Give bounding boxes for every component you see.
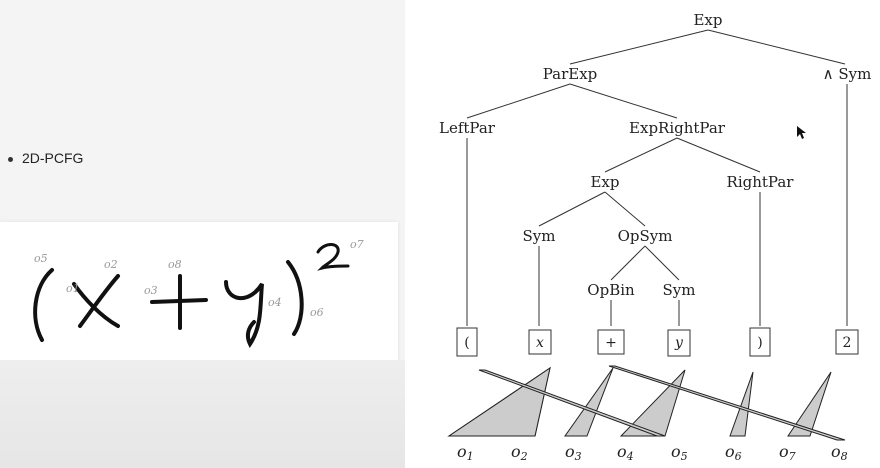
observation-label: o2 bbox=[511, 442, 528, 463]
parse-tree-panel: Exp ParExp ∧ Sym LeftPar ExpRightPar Exp… bbox=[405, 0, 880, 468]
stroke-label: o2 bbox=[104, 258, 118, 271]
tree-edge bbox=[569, 29, 709, 65]
slide-left-footer-area bbox=[0, 360, 405, 468]
tree-node-exp-root: Exp bbox=[693, 11, 722, 29]
stroke-label: o3 bbox=[144, 284, 158, 297]
tree-node-caret-sym: ∧ Sym bbox=[823, 65, 872, 83]
observation-label: o8 bbox=[831, 442, 848, 463]
observation-triangle bbox=[787, 371, 832, 437]
svg-text:2: 2 bbox=[843, 335, 852, 351]
stroke-superscript-two bbox=[316, 243, 350, 271]
handwritten-expression: o5 o2 o1 o8 o3 o4 o6 o7 bbox=[33, 238, 364, 348]
stroke-plus-h bbox=[150, 298, 208, 304]
tree-node-opbin: OpBin bbox=[587, 281, 635, 299]
tree-edge bbox=[610, 245, 646, 281]
tree-edge bbox=[604, 191, 646, 227]
tree-edge bbox=[569, 83, 678, 119]
svg-text:): ) bbox=[757, 335, 762, 351]
observation-triangle bbox=[564, 367, 614, 437]
tree-edge bbox=[644, 245, 680, 281]
tree-edge bbox=[707, 29, 846, 65]
tree-node-exp: Exp bbox=[590, 173, 619, 191]
observation-triangles bbox=[447, 365, 846, 441]
svg-text:y: y bbox=[674, 335, 684, 351]
tree-node-rightpar: RightPar bbox=[727, 173, 795, 191]
svg-text:+: + bbox=[605, 335, 617, 351]
mouse-cursor-icon bbox=[797, 126, 806, 139]
stroke-label: o8 bbox=[168, 258, 182, 271]
leaf-box: ( bbox=[456, 327, 478, 357]
observation-labels: o1 o2 o3 o4 o5 o6 o7 o8 bbox=[457, 442, 848, 463]
tree-edge bbox=[538, 191, 606, 227]
observation-triangle bbox=[729, 371, 754, 437]
leaf-box: 2 bbox=[835, 329, 859, 355]
stroke-label: o4 bbox=[268, 296, 282, 309]
observation-label: o3 bbox=[565, 442, 582, 463]
observation-label: o5 bbox=[671, 442, 688, 463]
observation-triangle bbox=[447, 366, 551, 437]
observation-bar bbox=[478, 369, 666, 437]
bullet-dot-icon bbox=[8, 156, 13, 162]
tree-node-sym: Sym bbox=[663, 281, 696, 299]
slide-left-panel: 2D-PCFG o5 o2 o1 o8 o3 o4 o6 o7 bbox=[0, 0, 405, 468]
observation-label: o4 bbox=[617, 442, 634, 463]
tree-node-parexp: ParExp bbox=[543, 65, 598, 83]
stroke-y bbox=[224, 280, 264, 348]
stroke-label: o1 bbox=[66, 282, 80, 295]
handwritten-expression-card: o5 o2 o1 o8 o3 o4 o6 o7 bbox=[0, 222, 398, 362]
stroke-label: o7 bbox=[350, 238, 364, 251]
observation-label: o1 bbox=[457, 442, 474, 463]
observation-label: o6 bbox=[725, 442, 742, 463]
tree-node-sym: Sym bbox=[523, 227, 556, 245]
stroke-label: o6 bbox=[310, 306, 324, 319]
leaf-box: x bbox=[528, 329, 552, 355]
stroke-left-paren bbox=[33, 268, 54, 342]
stroke-right-paren bbox=[286, 260, 304, 336]
bullet-text: 2D-PCFG bbox=[22, 150, 84, 166]
observation-label: o7 bbox=[779, 442, 796, 463]
svg-text:x: x bbox=[536, 335, 544, 351]
tree-edge bbox=[676, 137, 761, 173]
tree-edge bbox=[466, 83, 571, 119]
observation-triangle bbox=[619, 369, 686, 437]
svg-text:(: ( bbox=[464, 335, 469, 351]
bullet-item: 2D-PCFG bbox=[8, 150, 83, 166]
stroke-x-b bbox=[78, 274, 120, 328]
leaf-box: ) bbox=[749, 327, 771, 357]
observation-bar bbox=[608, 365, 846, 441]
tree-node-leftpar: LeftPar bbox=[439, 119, 496, 137]
tree-node-opsym: OpSym bbox=[618, 227, 673, 245]
leaf-box: y bbox=[667, 329, 691, 357]
tree-edge bbox=[604, 137, 678, 173]
tree-node-exprightpar: ExpRightPar bbox=[629, 119, 726, 137]
parse-tree-diagram: Exp ParExp ∧ Sym LeftPar ExpRightPar Exp… bbox=[439, 11, 872, 463]
leaf-box: + bbox=[597, 329, 625, 355]
stroke-label: o5 bbox=[34, 252, 48, 265]
